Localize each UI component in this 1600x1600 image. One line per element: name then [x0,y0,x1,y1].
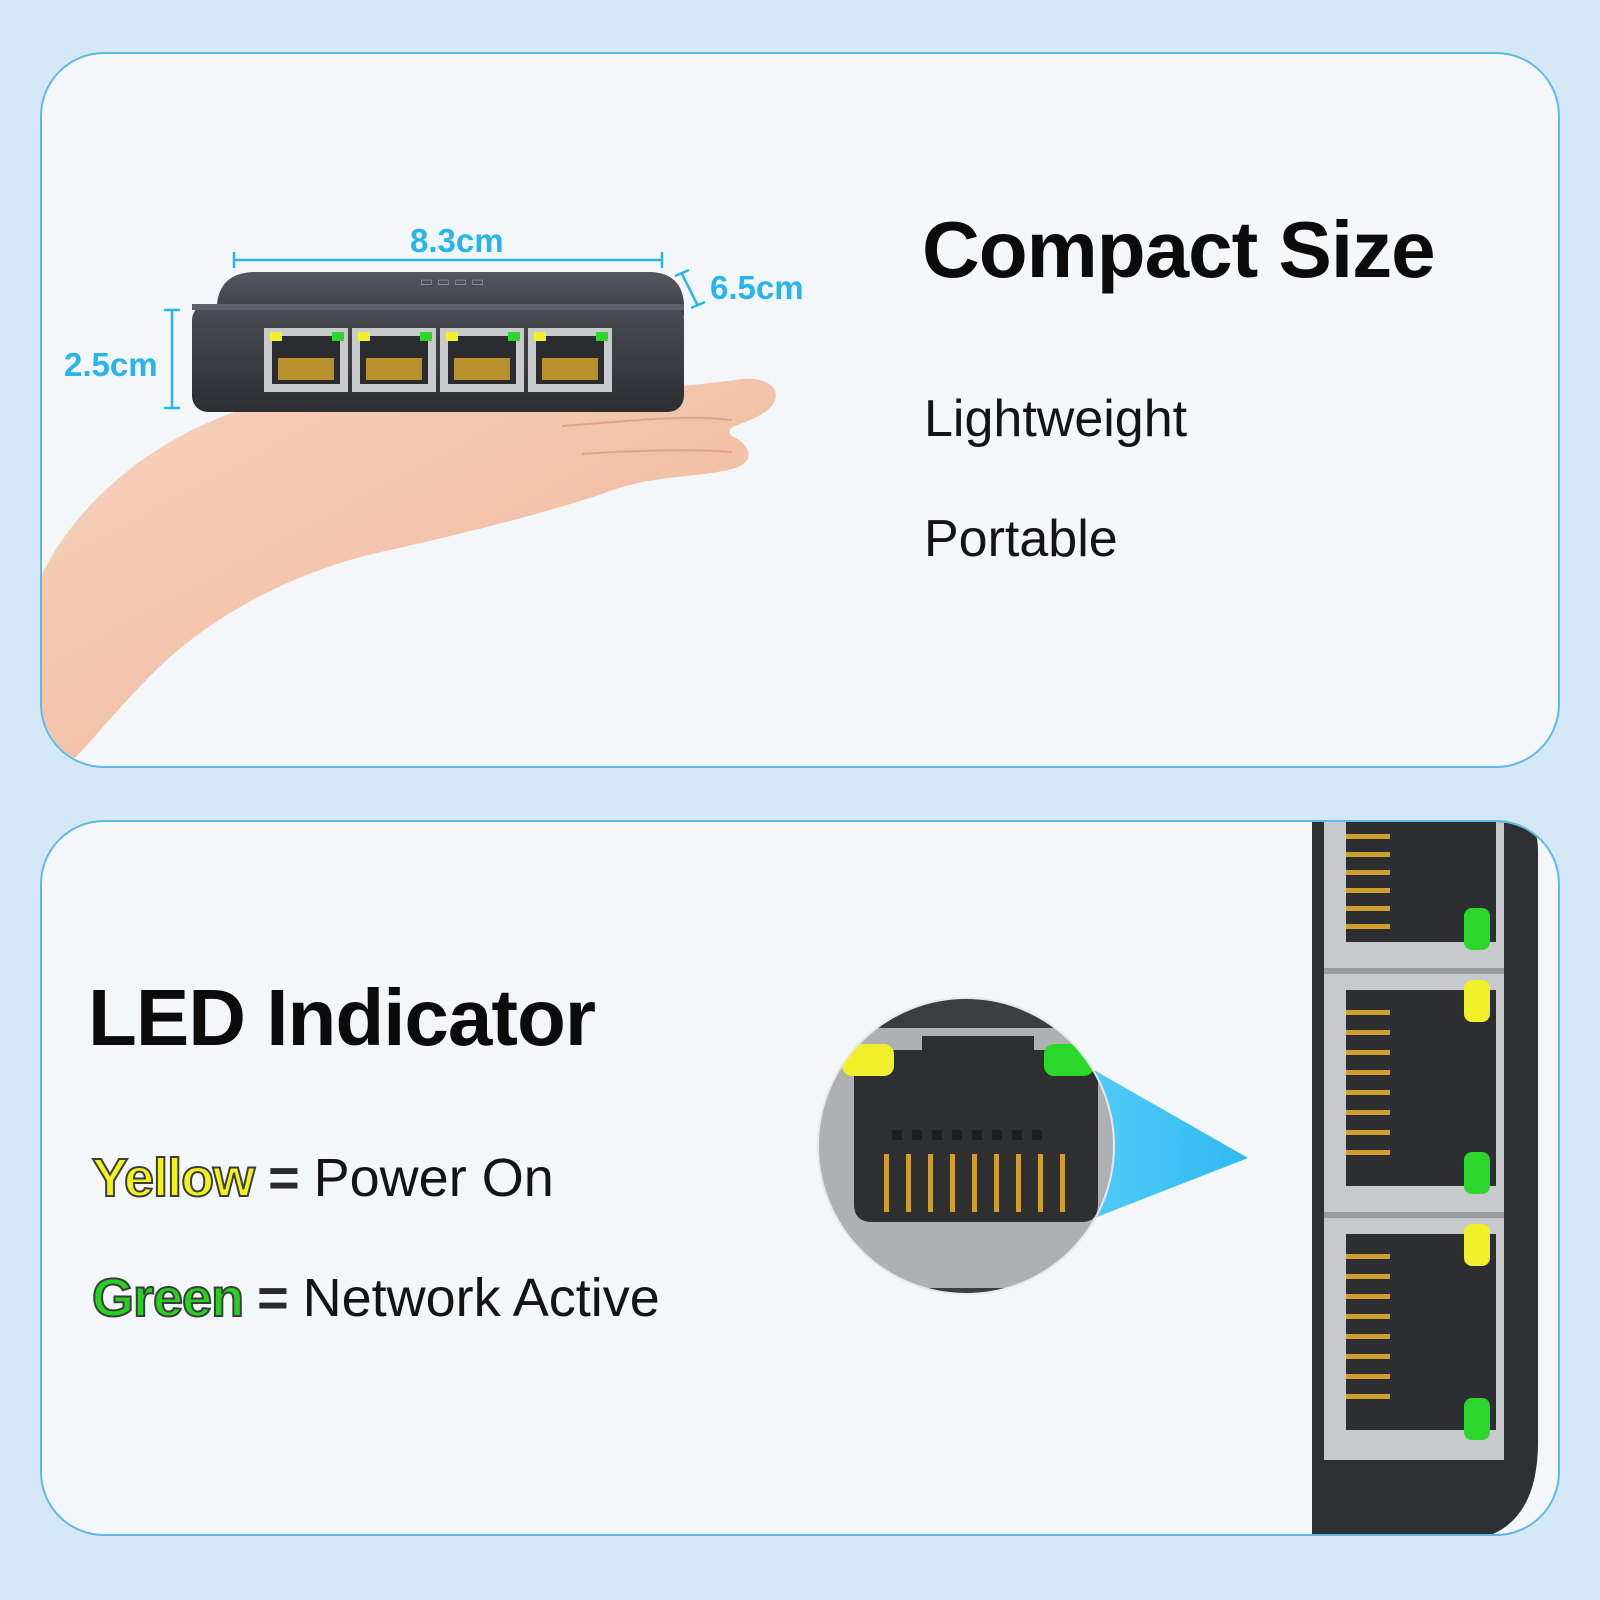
rj45-port-icon [440,328,524,392]
legend-green-row: Green=Network Active [91,1267,660,1329]
network-active-label: Network Active [302,1268,660,1328]
ethernet-switch-icon: ▭ ▭ ▭ ▭ [192,272,684,412]
rj45-port-icon [352,328,436,392]
legend-yellow-row: Yellow=Power On [91,1147,554,1209]
green-label: Green [91,1267,245,1329]
height-dimension-label: 2.5cm [64,346,158,383]
led-indicator-title: LED Indicator [88,973,596,1062]
hand-icon [42,378,776,766]
led-icon [1464,1224,1490,1266]
depth-dimension-label: 6.5cm [710,269,804,306]
led-indicator-panel: LED Indicator Yellow=Power On Green=Netw… [40,820,1560,1536]
led-icon [842,1044,894,1076]
enlarged-port-view [818,998,1114,1294]
dimension-lines [164,252,706,410]
led-icon [1464,1152,1490,1194]
equals-sign: = [257,1268,289,1328]
width-dimension-label: 8.3cm [410,222,504,259]
rj45-port-icon [528,328,612,392]
device-in-hand-illustration: ▭ ▭ ▭ ▭ [42,252,776,766]
feature-lightweight: Lightweight [924,390,1188,448]
compact-size-panel: ▭ ▭ ▭ ▭ [40,52,1560,768]
led-icon [1464,1398,1490,1440]
led-icon [1464,980,1490,1022]
power-on-label: Power On [313,1148,554,1208]
ethernet-switch-icon [1312,822,1538,1534]
equals-sign: = [268,1148,300,1208]
yellow-label: Yellow [91,1147,256,1209]
rj45-port-icon [264,328,348,392]
led-icon [1464,908,1490,950]
led-ports-illustration [817,822,1538,1534]
svg-text:▭ ▭ ▭ ▭: ▭ ▭ ▭ ▭ [420,273,485,289]
compact-size-title: Compact Size [922,205,1436,294]
feature-portable: Portable [924,510,1118,568]
